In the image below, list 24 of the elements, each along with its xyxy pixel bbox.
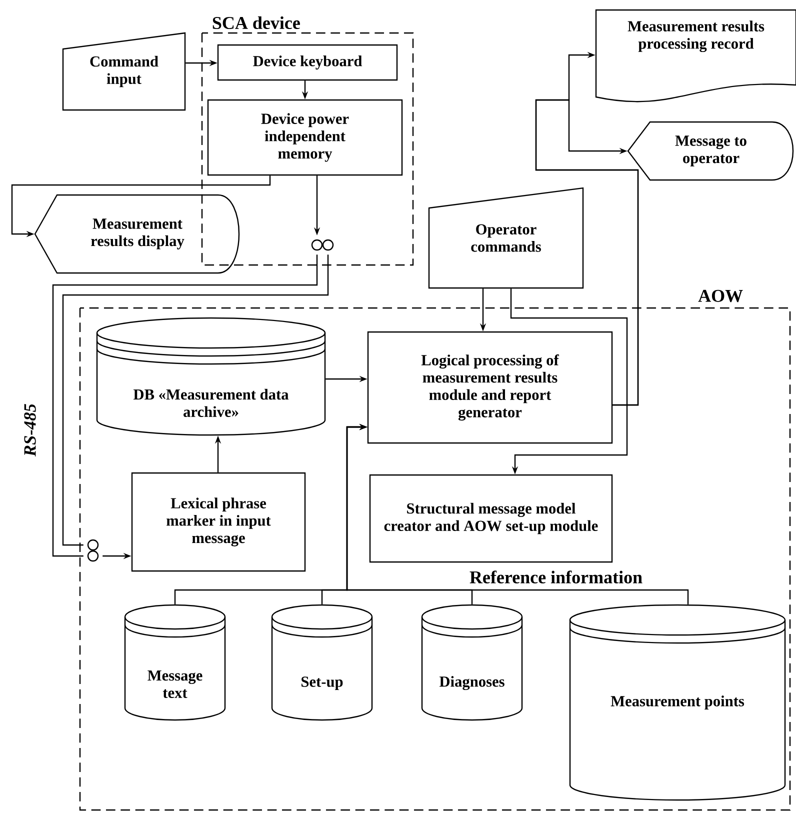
process-box: Device power independent memory — [207, 99, 403, 176]
coupler-symbol — [311, 239, 334, 251]
process-box: Device keyboard — [217, 44, 398, 81]
input-trapezoid: Command input — [62, 32, 186, 111]
node-label: DB «Measurement data archive» — [133, 388, 289, 417]
node-label: Set-up — [302, 676, 343, 690]
process-box: Logical processing of measurement results module and report generator — [367, 331, 613, 444]
database-cylinder: Message text — [124, 604, 226, 721]
node-label: Diagnoses — [439, 676, 504, 690]
node-label: Message text — [148, 670, 202, 698]
database-cylinder: DB «Measurement data archive» — [96, 317, 326, 436]
process-box: Lexical phrase marker in input message — [131, 472, 306, 572]
group-label: Reference information — [470, 570, 642, 584]
process-box: Structural message model creator and AOW set-up module — [369, 474, 613, 563]
coupler-symbol — [87, 539, 99, 562]
node-label: SCA device — [212, 16, 300, 30]
database-cylinder: Set-up — [271, 604, 373, 721]
cable-label: RS-485 — [24, 404, 36, 456]
input-trapezoid: Operator commands — [428, 187, 584, 289]
arrow — [346, 424, 689, 604]
database-cylinder: Measurement points — [569, 604, 786, 801]
node-label: Measurement points — [610, 696, 744, 710]
node-label: AOW — [698, 290, 743, 302]
database-cylinder: Diagnoses — [421, 604, 523, 721]
